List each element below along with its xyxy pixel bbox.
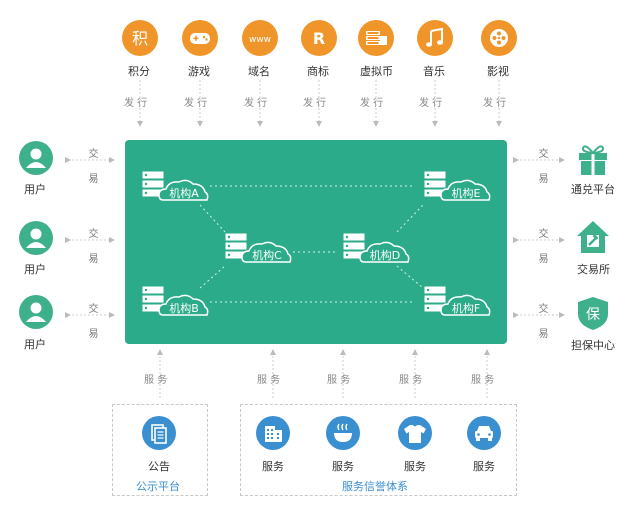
service-label: 服 务 <box>144 375 168 386</box>
asset-label-trademark: 商标 <box>307 65 329 78</box>
svg-text:积: 积 <box>132 29 148 48</box>
service-label: 服 务 <box>327 375 351 386</box>
exchange-house-icon <box>577 221 609 253</box>
asset-label-domains: 域名 <box>248 65 270 78</box>
public-platform-title: 公示平台 <box>136 480 180 493</box>
service-reputation-title: 服务信誉体系 <box>342 480 408 493</box>
issue-label: 发 行 <box>303 98 327 109</box>
guarantee-shield-icon: 保 <box>578 297 608 330</box>
trade-label: 交 易 <box>86 148 97 185</box>
svg-text:机构C: 机构C <box>252 248 282 262</box>
svg-text:保: 保 <box>586 307 600 323</box>
trade-label: 交 易 <box>86 228 97 265</box>
target-label-exchange: 交易所 <box>577 263 610 276</box>
institution-node: 机构A <box>141 170 209 201</box>
building-icon <box>256 416 290 450</box>
issue-label: 发 行 <box>360 98 384 109</box>
asset-label-virtual-coin: 虚拟币 <box>360 65 393 78</box>
service-item-label: 服务 <box>262 460 284 473</box>
svg-text:机构F: 机构F <box>452 301 480 315</box>
user-avatar-icon <box>19 295 53 329</box>
tshirt-icon <box>398 416 432 450</box>
issue-label: 发 行 <box>419 98 443 109</box>
car-icon <box>467 416 501 450</box>
issue-label: 发 行 <box>124 98 148 109</box>
coins-icon <box>358 20 394 56</box>
asset-label-music: 音乐 <box>423 65 445 78</box>
issue-arrows <box>137 80 502 127</box>
music-note-icon <box>417 20 453 56</box>
service-label: 服 务 <box>257 375 281 386</box>
svg-text:机构A: 机构A <box>169 186 199 200</box>
service-label: 服 务 <box>471 375 495 386</box>
food-bowl-icon <box>326 416 360 450</box>
institution-node: 机构B <box>141 285 209 316</box>
film-reel-icon <box>481 20 517 56</box>
service-item-label: 服务 <box>473 460 495 473</box>
user-avatar-icon <box>19 221 53 255</box>
service-item-label: 服务 <box>332 460 354 473</box>
issue-label: 发 行 <box>244 98 268 109</box>
public-platform-box <box>112 404 208 496</box>
user-avatar-icon <box>19 141 53 175</box>
network-links <box>199 185 424 303</box>
trademark-icon: R <box>301 20 337 56</box>
institution-node: 机构E <box>423 170 491 201</box>
trade-label: 交 易 <box>536 148 547 185</box>
service-reputation-box <box>240 404 517 496</box>
user-label: 用户 <box>24 183 46 196</box>
announcement-icon <box>142 416 176 450</box>
trade-label: 交 易 <box>86 303 97 340</box>
target-label-redeem-platform: 通兑平台 <box>571 183 615 196</box>
institution-node: 机构F <box>423 285 491 316</box>
user-label: 用户 <box>24 338 46 351</box>
institution-node: 机构D <box>342 232 410 263</box>
announcement-label: 公告 <box>148 460 170 473</box>
user-label: 用户 <box>24 263 46 276</box>
points-icon: 积 <box>122 20 158 56</box>
issue-label: 发 行 <box>184 98 208 109</box>
trade-label: 交 易 <box>536 303 547 340</box>
service-label: 服 务 <box>399 375 423 386</box>
issue-label: 发 行 <box>483 98 507 109</box>
www-icon: www <box>242 20 278 56</box>
asset-label-film: 影视 <box>487 65 509 78</box>
svg-text:www: www <box>249 35 271 45</box>
svg-text:机构D: 机构D <box>370 248 400 262</box>
gamepad-icon <box>182 20 218 56</box>
gift-icon <box>579 145 607 175</box>
target-label-guarantee-center: 担保中心 <box>571 339 615 352</box>
asset-label-games: 游戏 <box>188 65 210 78</box>
institution-node: 机构C <box>224 232 292 263</box>
service-item-label: 服务 <box>404 460 426 473</box>
asset-label-points: 积分 <box>128 65 150 78</box>
svg-text:机构E: 机构E <box>452 186 481 200</box>
svg-text:R: R <box>313 29 325 48</box>
user-trade-arrows <box>65 157 115 318</box>
svg-text:机构B: 机构B <box>169 301 199 315</box>
service-arrows <box>157 349 490 398</box>
trade-label: 交 易 <box>536 228 547 265</box>
